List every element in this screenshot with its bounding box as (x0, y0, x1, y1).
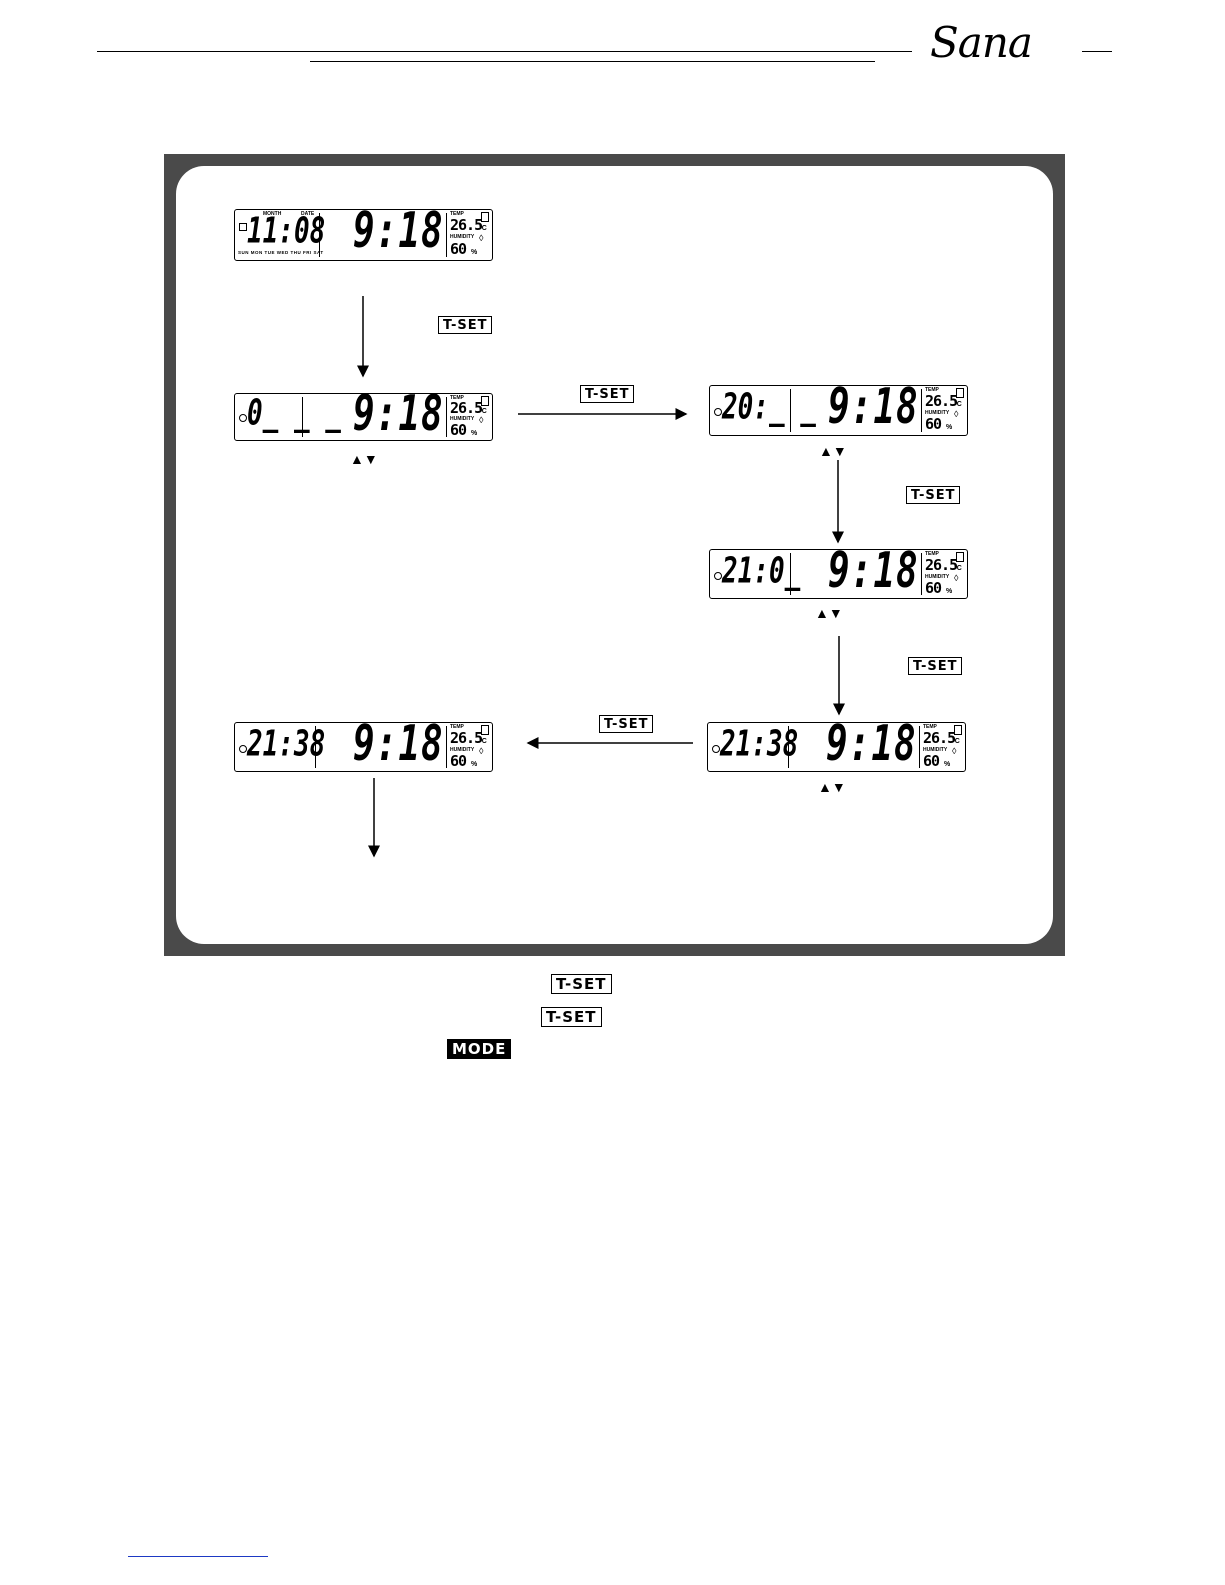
tset-button[interactable]: T-SET (599, 715, 654, 733)
tset-button[interactable]: T-SET (908, 657, 963, 675)
battery-icon (481, 725, 489, 735)
droplet-icon: ◊ (952, 746, 957, 756)
brand-logo: Sana (930, 18, 1033, 67)
mode-button-legend[interactable]: MODE (447, 1039, 512, 1059)
time-readout: 9:18 (353, 386, 444, 443)
lcd-display-normal: MONTH DATE 11:08 SUN MON TUE WED THU FRI… (234, 203, 493, 261)
celsius-unit: °C (479, 225, 487, 232)
droplet-icon: ◊ (954, 409, 959, 419)
humidity-label: HUMIDITY (923, 747, 948, 753)
humidity-label: HUMIDITY (925, 410, 950, 416)
humidity-readout: 60 (450, 421, 467, 439)
battery-icon (956, 388, 964, 398)
temp-label: TEMP (450, 211, 464, 217)
tset-button[interactable]: T-SET (906, 486, 961, 504)
calendar-icon (239, 223, 247, 231)
temperature-readout: 26.5 (450, 399, 483, 417)
percent-unit: % (471, 430, 478, 437)
temperature-readout: 26.5 (925, 556, 958, 574)
temperature-readout: 26.5 (923, 729, 956, 747)
tset-button[interactable]: T-SET (438, 316, 493, 334)
humidity-readout: 60 (450, 240, 467, 258)
humidity-label: HUMIDITY (450, 416, 475, 422)
up-down-buttons-icon[interactable]: ▲▼ (819, 443, 847, 459)
clock-icon (239, 414, 247, 422)
battery-icon (956, 552, 964, 562)
header-rule-top (97, 51, 912, 52)
time-readout: 9:18 (353, 716, 444, 773)
celsius-unit: °C (479, 408, 487, 415)
tset-button-legend[interactable]: T-SET (541, 1007, 602, 1027)
humidity-label: HUMIDITY (450, 747, 475, 753)
up-down-buttons-icon[interactable]: ▲▼ (350, 451, 378, 467)
humidity-readout: 60 (925, 415, 942, 433)
setting-readout: 0_ _ _ (247, 393, 341, 434)
temp-label: TEMP (450, 395, 464, 401)
temperature-readout: 26.5 (450, 216, 483, 234)
date-readout: 11:08 (247, 211, 326, 252)
header-rule-bottom (310, 61, 875, 62)
celsius-unit: °C (952, 738, 960, 745)
droplet-icon: ◊ (954, 573, 959, 583)
percent-unit: % (946, 424, 953, 431)
temp-label: TEMP (923, 724, 937, 730)
up-down-buttons-icon[interactable]: ▲▼ (815, 605, 843, 621)
setting-readout: 21:0_ (722, 551, 801, 592)
temperature-readout: 26.5 (925, 392, 958, 410)
humidity-readout: 60 (923, 752, 940, 770)
setting-readout: 20:_ _ (722, 387, 816, 428)
lcd-display-confirmed: 21:38 9:18 TEMP 26.5 °C HUMIDITY ◊ 60 % (234, 716, 493, 773)
header-rule-right (1082, 51, 1112, 52)
setting-readout: 21:38 (247, 724, 326, 765)
footer-link-underline[interactable] (128, 1556, 268, 1557)
droplet-icon: ◊ (479, 415, 484, 425)
droplet-icon: ◊ (479, 746, 484, 756)
battery-icon (954, 725, 962, 735)
time-readout: 9:18 (828, 543, 919, 600)
date-label: DATE (301, 211, 315, 217)
temperature-readout: 26.5 (450, 729, 483, 747)
celsius-unit: °C (479, 738, 487, 745)
humidity-readout: 60 (925, 579, 942, 597)
month-label: MONTH (263, 211, 282, 217)
lcd-display-year-ones: 21:0_ 9:18 TEMP 26.5 °C HUMIDITY ◊ 60 % (709, 543, 968, 600)
up-down-buttons-icon[interactable]: ▲▼ (818, 779, 846, 795)
temp-label: TEMP (925, 551, 939, 557)
clock-icon (714, 408, 722, 416)
percent-unit: % (471, 761, 478, 768)
celsius-unit: °C (954, 565, 962, 572)
percent-unit: % (946, 588, 953, 595)
lcd-display-year-hundreds: 0_ _ _ 9:18 TEMP 26.5 °C HUMIDITY ◊ 60 % (234, 386, 493, 443)
time-readout: 9:18 (353, 203, 444, 260)
lcd-display-year-tens: 20:_ _ 9:18 TEMP 26.5 °C HUMIDITY ◊ 60 % (709, 379, 968, 436)
temp-label: TEMP (450, 724, 464, 730)
time-readout: 9:18 (826, 716, 917, 773)
clock-icon (239, 745, 247, 753)
battery-icon (481, 212, 489, 222)
temp-label: TEMP (925, 387, 939, 393)
percent-unit: % (471, 249, 478, 256)
battery-icon (481, 396, 489, 406)
tset-button-legend[interactable]: T-SET (551, 974, 612, 994)
weekday-row: SUN MON TUE WED THU FRI SAT (238, 250, 324, 255)
percent-unit: % (944, 761, 951, 768)
humidity-label: HUMIDITY (925, 574, 950, 580)
setting-readout: 21:38 (720, 724, 799, 765)
clock-icon (714, 572, 722, 580)
tset-button[interactable]: T-SET (580, 385, 635, 403)
time-readout: 9:18 (828, 379, 919, 436)
humidity-label: HUMIDITY (450, 234, 475, 240)
lcd-display-year-set: 21:38 9:18 TEMP 26.5 °C HUMIDITY ◊ 60 % (707, 716, 966, 773)
droplet-icon: ◊ (479, 233, 484, 243)
clock-icon (712, 745, 720, 753)
celsius-unit: °C (954, 401, 962, 408)
humidity-readout: 60 (450, 752, 467, 770)
